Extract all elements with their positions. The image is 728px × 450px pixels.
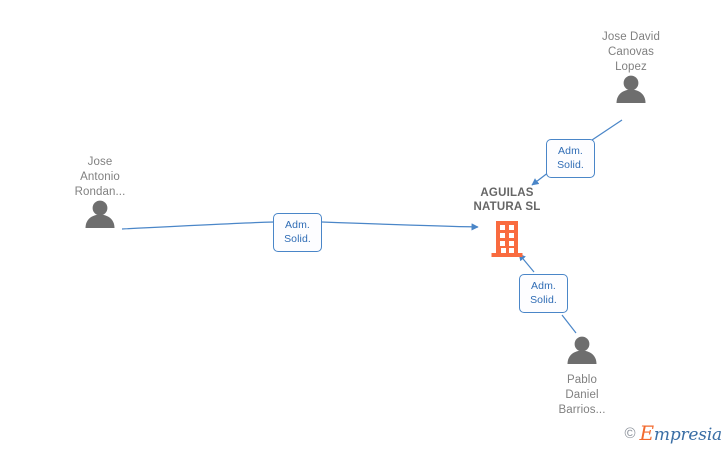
person-icon <box>613 75 649 108</box>
company-name-label: AGUILAS NATURA SL <box>473 187 541 213</box>
person-node-jose-antonio-rondan[interactable]: Jose Antonio Rondan... <box>35 155 165 233</box>
copyright-icon: © <box>624 425 636 442</box>
person-name-label: Jose David Canovas Lopez <box>602 31 660 73</box>
brand-initial: E <box>639 421 655 445</box>
brand-rest: mpresia <box>653 425 722 445</box>
relation-label-canovas[interactable]: Adm. Solid. <box>546 139 595 178</box>
person-name-label: Pablo Daniel Barrios... <box>558 374 606 416</box>
brand-logo-text: Empresia <box>640 423 723 444</box>
empresia-watermark: © Empresia <box>624 423 722 444</box>
person-node-pablo-daniel-barrios[interactable]: Pablo Daniel Barrios... <box>517 336 647 418</box>
person-icon <box>564 336 600 369</box>
office-building-icon <box>489 219 525 264</box>
relation-label-rondan[interactable]: Adm. Solid. <box>273 213 322 252</box>
person-icon <box>82 200 118 233</box>
person-name-label: Jose Antonio Rondan... <box>74 156 126 198</box>
person-node-jose-david-canovas-lopez[interactable]: Jose David Canovas Lopez <box>566 30 696 108</box>
company-node[interactable]: AGUILAS NATURA SL <box>432 186 582 264</box>
relation-label-barrios[interactable]: Adm. Solid. <box>519 274 568 313</box>
